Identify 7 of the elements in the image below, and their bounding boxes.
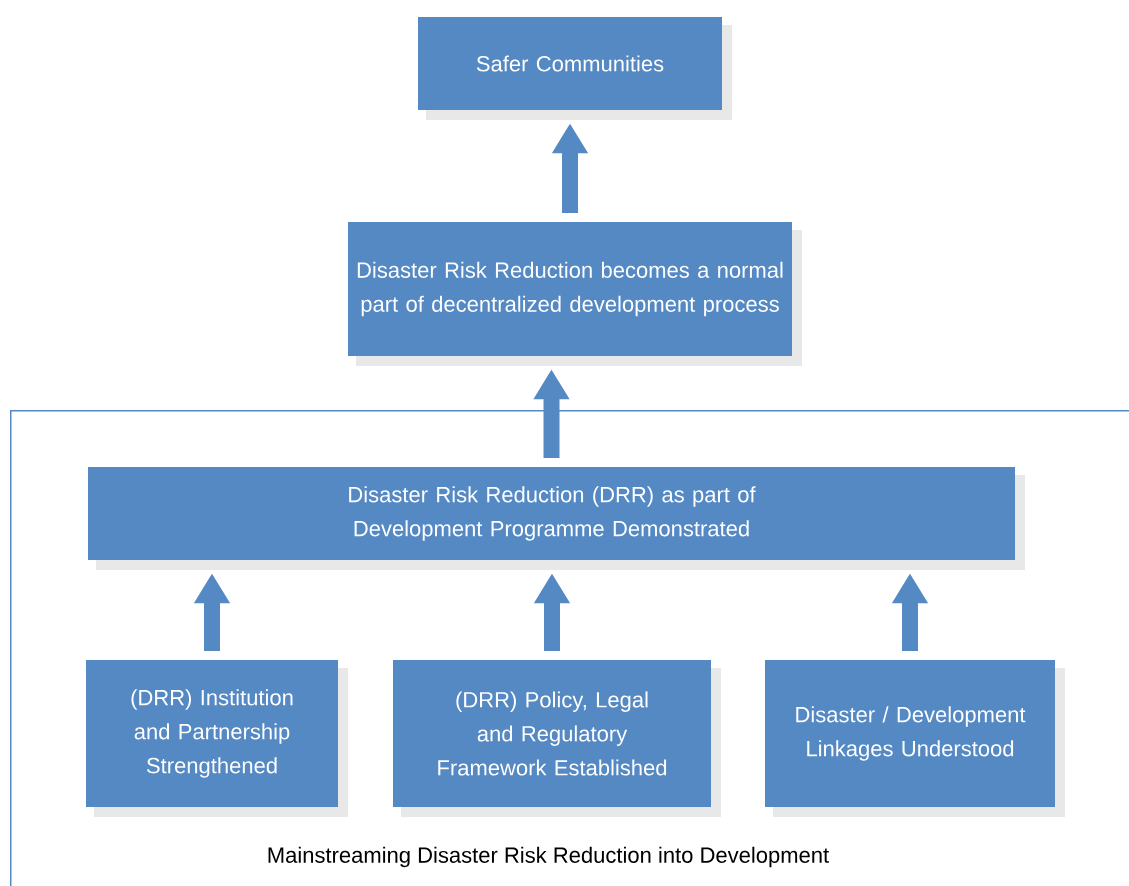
- process-box: Disaster Risk Reduction becomes a normal part of decentralized development process: [348, 222, 802, 366]
- frame-caption: Mainstreaming Disaster Risk Reduction into Development: [268, 846, 829, 868]
- process-box: Safer Communities: [418, 17, 732, 120]
- process-box: Disaster Risk Reduction (DRR) as part of Development Programme Demonstrated: [88, 467, 1025, 570]
- process-box: Disaster / Development Linkages Understood: [765, 660, 1065, 817]
- process-box: (DRR) Policy, Legal and Regulatory Framework Established: [393, 660, 721, 817]
- process-box: (DRR) Institution and Partnership Strengthened: [86, 660, 348, 817]
